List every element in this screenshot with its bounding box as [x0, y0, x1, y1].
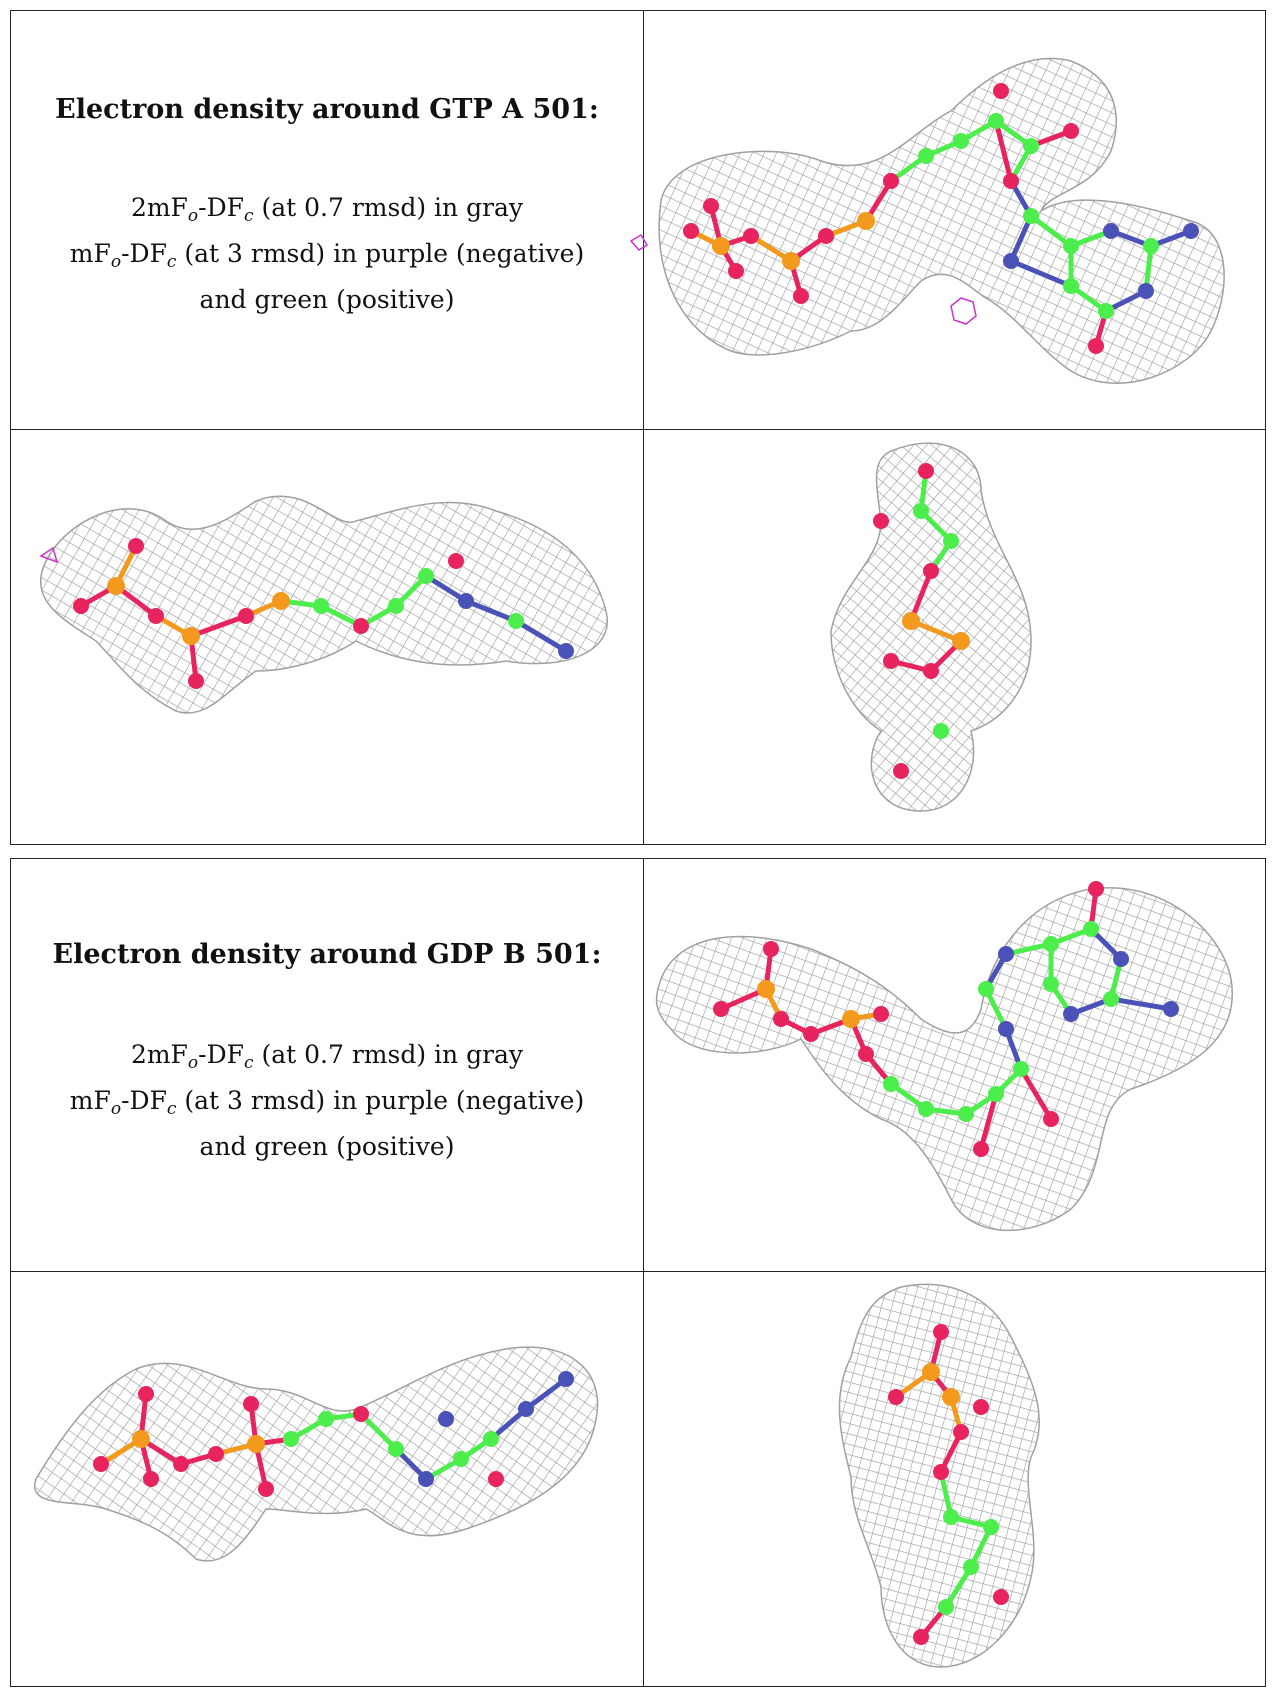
density-view-bottom-left — [33, 1346, 599, 1562]
legend-fofc: mFo-DFc (at 3 rmsd) in purple (negative) — [69, 239, 585, 272]
caption-title: Electron density around GDP B 501: — [52, 939, 602, 970]
ligand-atoms — [93, 1371, 574, 1497]
column-divider — [643, 859, 644, 1686]
negative-density-blob — [629, 233, 649, 251]
row-divider — [11, 1271, 1265, 1272]
panel-gtp-a501: Electron density around GTP A 501: 2mFo-… — [10, 10, 1266, 845]
negative-density-blob — [950, 297, 977, 325]
column-divider — [643, 11, 644, 844]
row-divider — [11, 429, 1265, 430]
ligand-atoms — [873, 463, 970, 779]
density-view-bottom-left — [39, 495, 609, 714]
ligand-atoms — [888, 1324, 1009, 1645]
legend-fofc: mFo-DFc (at 3 rmsd) in purple (negative) — [69, 1086, 585, 1119]
density-mesh — [658, 57, 1225, 384]
ligand-atoms — [683, 83, 1199, 354]
density-mesh — [33, 1346, 599, 1562]
caption-legend: 2mFo-DFc (at 0.7 rmsd) in gray mFo-DFc (… — [11, 1036, 643, 1165]
legend-2fofc: 2mFo-DFc (at 0.7 rmsd) in gray — [130, 1040, 524, 1073]
density-mesh — [655, 887, 1233, 1232]
legend-positive: and green (positive) — [199, 1132, 455, 1161]
ligand-atoms — [713, 881, 1179, 1157]
caption-legend: 2mFo-DFc (at 0.7 rmsd) in gray mFo-DFc (… — [11, 189, 643, 318]
negative-density-blob — [39, 546, 59, 564]
ligand-atoms — [73, 538, 574, 689]
density-view-top-right — [629, 57, 1225, 384]
legend-positive: and green (positive) — [199, 285, 455, 314]
density-view-bottom-right — [838, 1283, 1040, 1668]
legend-2fofc: 2mFo-DFc (at 0.7 rmsd) in gray — [130, 193, 524, 226]
caption-title: Electron density around GTP A 501: — [55, 94, 599, 125]
density-view-bottom-right — [830, 442, 1032, 812]
density-view-top-right — [655, 881, 1233, 1232]
panel-gdp-b501: Electron density around GDP B 501: 2mFo-… — [10, 858, 1266, 1687]
